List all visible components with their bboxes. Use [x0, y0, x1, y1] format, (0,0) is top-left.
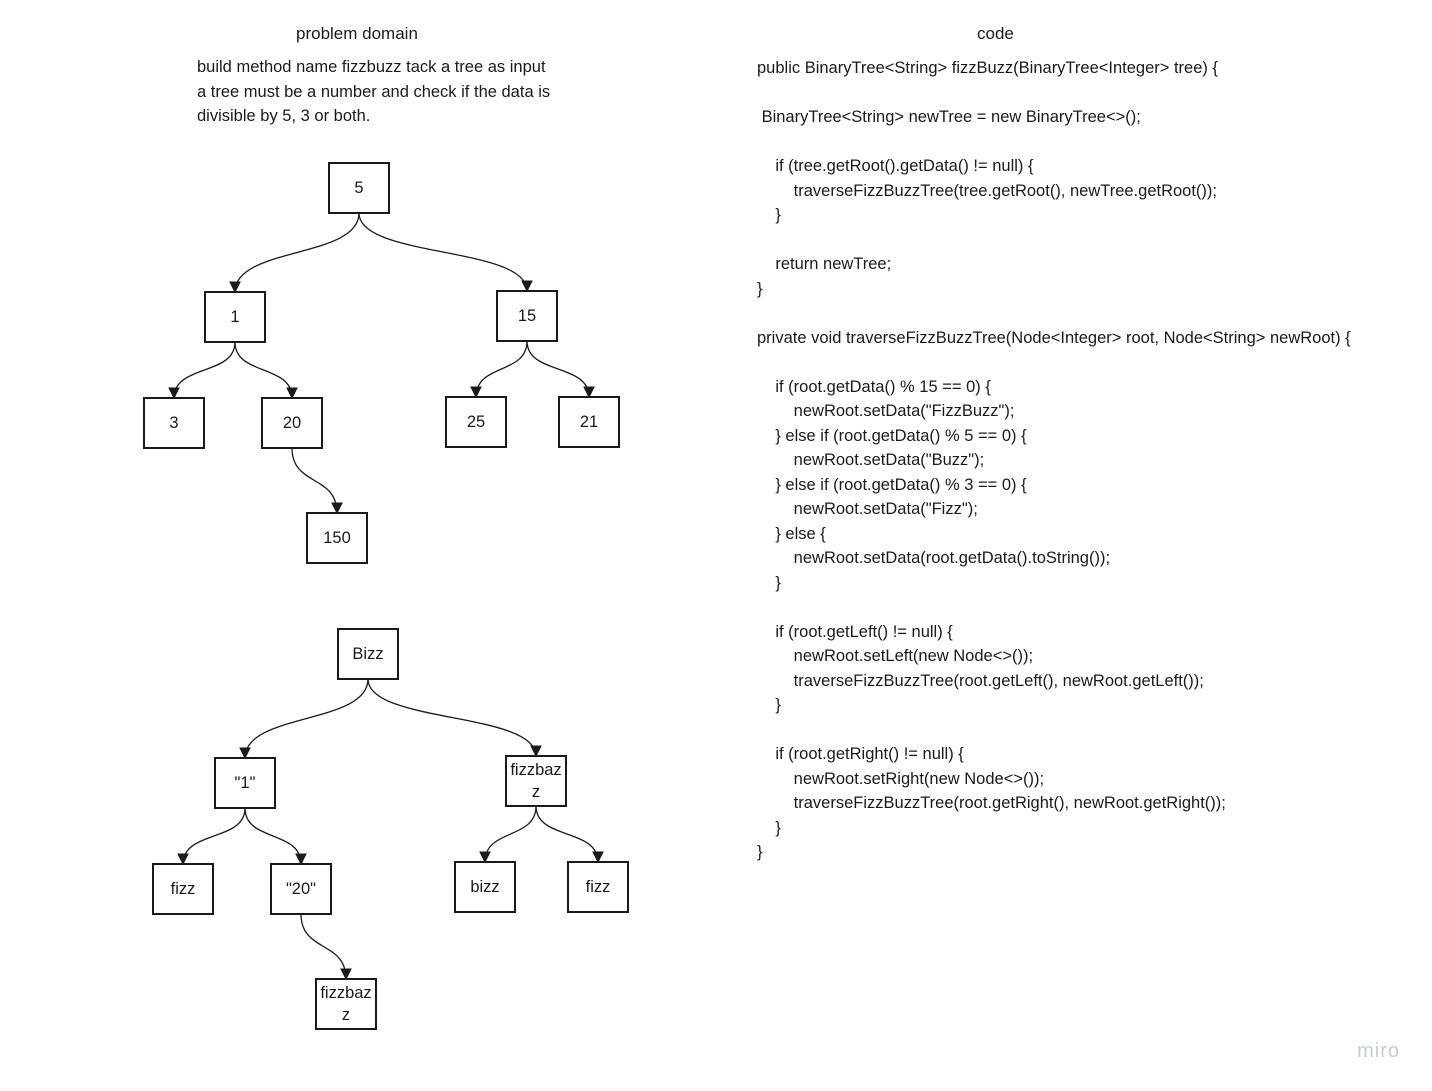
output-tree-node: "20" [270, 863, 332, 915]
code-line: traverseFizzBuzzTree(root.getLeft(), new… [757, 671, 1204, 690]
code-heading: code [977, 24, 1014, 43]
code-line: } else if (root.getData() % 5 == 0) { [757, 426, 1027, 445]
output-tree-node: fizzbaz z [505, 755, 567, 807]
output-tree-edge [535, 805, 604, 864]
code-line: newRoot.setData("Fizz"); [757, 500, 978, 518]
input-tree-node-label: 5 [354, 179, 363, 197]
code-line: } [757, 206, 781, 224]
input-tree-edge [168, 341, 236, 400]
input-tree-edge [229, 212, 360, 294]
code-line: } [757, 843, 763, 861]
code-line: traverseFizzBuzzTree(root.getRight(), ne… [757, 794, 1226, 812]
input-tree-node-label: 15 [518, 307, 536, 325]
input-tree-node-label: 3 [169, 414, 178, 432]
code-line: } else if (root.getData() % 3 == 0) { [757, 475, 1027, 494]
input-tree-node-label: 150 [323, 529, 351, 547]
code-line: if (root.getData() % 15 == 0) { [757, 377, 991, 396]
code-line: public BinaryTree<String> fizzBuzz(Binar… [757, 59, 1218, 77]
output-tree-node-label: z [532, 783, 540, 801]
input-tree-node: 5 [328, 162, 390, 214]
output-tree-node-label: Bizz [352, 645, 383, 663]
input-tree-node-label: 1 [230, 308, 239, 326]
code-line: newRoot.setData("FizzBuzz"); [757, 402, 1015, 420]
output-tree-edge [244, 807, 307, 866]
code-line [757, 350, 1351, 375]
output-tree-edge [479, 805, 537, 864]
code-line: } [757, 818, 781, 837]
problem-line: a tree must be a number and check if the… [197, 82, 551, 101]
input-tree-node: 150 [306, 512, 368, 564]
code-block: public BinaryTree<String> fizzBuzz(Binar… [757, 56, 1351, 865]
code-line: BinaryTree<String> newTree = new BinaryT… [757, 108, 1141, 126]
code-line: if (tree.getRoot().getData() != null) { [757, 157, 1034, 175]
input-tree-edge [470, 340, 528, 399]
problem-line: divisible by 5, 3 or both. [197, 107, 371, 125]
problem-description: build method name fizzbuzz tack a tree a… [197, 55, 550, 129]
code-line: newRoot.setData("Buzz"); [757, 451, 985, 469]
input-tree-edge [291, 447, 343, 515]
code-line [757, 718, 1351, 743]
output-tree-node-label: z [342, 1006, 350, 1024]
code-line: return newTree; [757, 255, 892, 273]
miro-watermark: miro [1357, 1040, 1400, 1062]
code-line: if (root.getLeft() != null) { [757, 622, 953, 641]
code-line: } [757, 279, 763, 298]
input-tree-node: 1 [204, 291, 266, 343]
code-line [757, 81, 1351, 106]
code-line: } [757, 696, 781, 714]
output-tree-node-label: "1" [235, 774, 256, 792]
input-tree-node: 25 [445, 396, 507, 448]
output-tree-edge [239, 678, 369, 760]
output-tree-node: "1" [214, 757, 276, 809]
output-tree-node-label: bizz [470, 878, 499, 896]
code-line [757, 130, 1351, 155]
code-line: if (root.getRight() != null) { [757, 745, 964, 763]
code-line: traverseFizzBuzzTree(tree.getRoot(), new… [757, 181, 1218, 200]
output-tree-node: fizz [567, 861, 629, 913]
input-tree-node-label: 20 [283, 414, 301, 432]
output-tree-node-label: fizz [586, 878, 611, 896]
input-tree-node: 3 [143, 397, 205, 449]
input-tree-node: 21 [558, 396, 620, 448]
input-tree-node: 20 [261, 397, 323, 449]
input-tree-node-label: 21 [580, 413, 598, 431]
problem-line: build method name fizzbuzz tack a tree a… [197, 58, 546, 76]
output-tree-node: fizz [152, 863, 214, 915]
output-tree-edge [177, 807, 246, 866]
code-line: newRoot.setRight(new Node<>()); [757, 769, 1045, 788]
code-line: private void traverseFizzBuzzTree(Node<I… [757, 328, 1351, 347]
output-tree-node: fizzbaz z [315, 978, 377, 1030]
output-tree-node-label: fizzbaz [510, 761, 561, 779]
input-tree-node: 15 [496, 290, 558, 342]
code-line: newRoot.setLeft(new Node<>()); [757, 647, 1034, 665]
output-tree-node-label: fizz [171, 880, 196, 898]
problem-domain-heading: problem domain [296, 24, 418, 43]
code-line: } [757, 573, 781, 592]
output-tree-edge [367, 678, 542, 758]
input-tree-edge [358, 212, 533, 293]
output-tree-edge [300, 913, 352, 981]
input-tree-edge [234, 341, 298, 400]
code-line: newRoot.setData(root.getData().toString(… [757, 549, 1111, 567]
code-line: } else { [757, 524, 826, 543]
code-line [757, 228, 1351, 253]
output-tree-node: bizz [454, 861, 516, 913]
output-tree-node-label: fizzbaz [320, 984, 371, 1002]
code-line [757, 301, 1351, 326]
code-line [757, 595, 1351, 620]
output-tree-node-label: "20" [286, 880, 316, 898]
input-tree-edge [526, 340, 595, 399]
output-tree-node: Bizz [337, 628, 399, 680]
input-tree-node-label: 25 [467, 413, 485, 431]
